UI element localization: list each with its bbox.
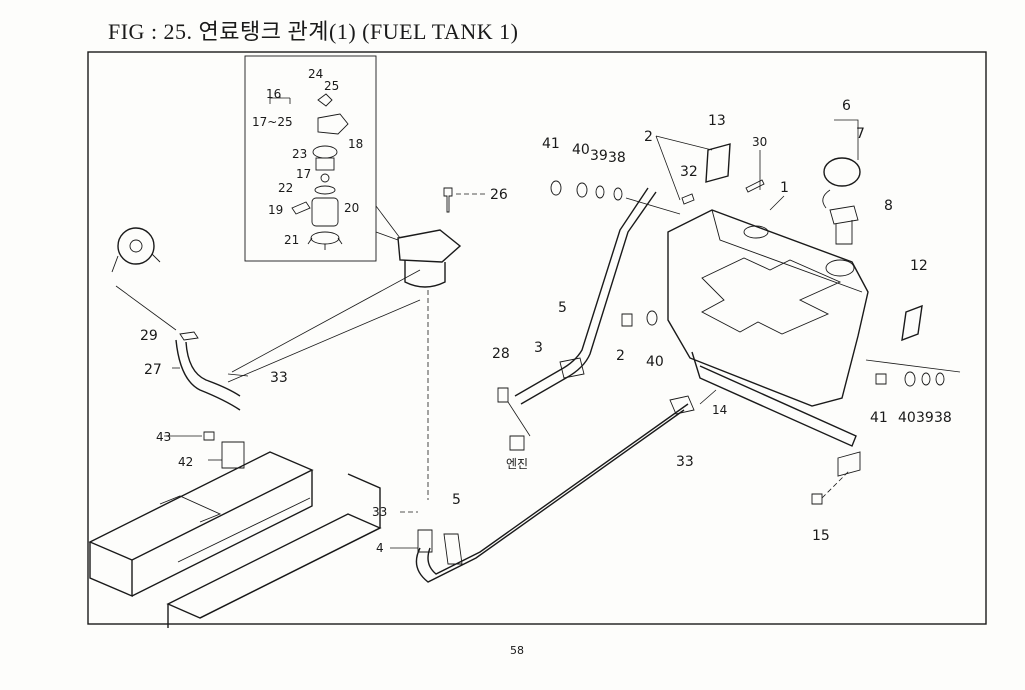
callout-17: 17 [296, 167, 311, 181]
inset-part-20 [311, 197, 339, 227]
callout-3: 3 [534, 340, 543, 356]
fuel-cap-assembly [822, 119, 861, 245]
callout-17-25: 17~25 [252, 115, 293, 129]
bolt-2-mid [621, 313, 633, 327]
bracket-42 [221, 441, 245, 469]
callout-42: 42 [178, 455, 193, 469]
callout-7: 7 [856, 126, 865, 142]
callout-19: 19 [268, 203, 283, 217]
callout-39-left: 39 [590, 148, 608, 164]
strainer-8 [829, 205, 859, 225]
callout-33-left: 33 [270, 370, 288, 386]
callout-16: 16 [266, 87, 281, 101]
callout-6: 6 [842, 98, 851, 114]
washer-40-mid [646, 310, 658, 326]
callout-29: 29 [140, 328, 158, 344]
callout-38-left: 38 [608, 150, 626, 166]
callout-43: 43 [156, 430, 171, 444]
callout-14: 14 [712, 403, 727, 417]
bolt-30 [745, 179, 765, 193]
callout-25: 25 [324, 79, 339, 93]
callout-40-mid: 40 [646, 354, 664, 370]
fuel-pipe-front [514, 187, 657, 405]
return-hose-27 [175, 269, 421, 411]
fitting-stack-right [865, 359, 961, 387]
callout-21: 21 [284, 233, 299, 247]
diagram-frame [87, 51, 987, 625]
bolt-15 [811, 493, 823, 505]
page-number: 58 [510, 644, 524, 657]
figure-title: FIG : 25. 연료탱크 관계(1) (FUEL TANK 1) [108, 19, 519, 44]
callout-27: 27 [144, 362, 162, 378]
callout-24: 24 [308, 67, 323, 81]
bolt-32 [681, 193, 695, 205]
bolt-26 [443, 187, 453, 213]
strap-14 [691, 351, 857, 447]
callout-20: 20 [344, 201, 359, 215]
callout-15: 15 [812, 528, 830, 544]
callout-4: 4 [376, 541, 384, 555]
fuel-pipe-lower [415, 395, 695, 583]
gauge-unit [111, 227, 177, 331]
callout-41-right: 41 [870, 410, 888, 426]
engine-label: 엔진 [506, 457, 528, 471]
callout-5-lower: 5 [452, 492, 461, 508]
callout-41-left: 41 [542, 136, 560, 152]
callout-33-right: 33 [676, 454, 694, 470]
connector-4 [417, 529, 433, 553]
callout-8: 8 [884, 198, 893, 214]
bolt-43 [203, 431, 215, 441]
callout-23: 23 [292, 147, 307, 161]
callout-32: 32 [680, 164, 698, 180]
inset-part-21 [310, 231, 340, 245]
callout-30: 30 [752, 135, 767, 149]
callout-1: 1 [780, 180, 789, 196]
callout-33-bottom: 33 [372, 505, 387, 519]
inset-part-24-25 [317, 93, 333, 107]
inset-part-17 [320, 173, 330, 183]
callout-22: 22 [278, 181, 293, 195]
callout-13: 13 [708, 113, 726, 129]
callout-5-upper: 5 [558, 300, 567, 316]
engine-fitting [509, 435, 525, 451]
callout-39-right: 39 [916, 410, 934, 426]
callout-26: 26 [490, 187, 508, 203]
clamp-5-upper [559, 357, 585, 379]
callout-2-top: 2 [644, 129, 653, 145]
fuel-sender-unit [375, 205, 462, 288]
inset-parts [269, 93, 349, 250]
fitting-stack-left [550, 180, 681, 215]
clamp-33-lower [669, 395, 695, 415]
fuel-tank-1 [667, 209, 869, 407]
inset-part-19 [291, 201, 311, 215]
callout-18: 18 [348, 137, 363, 151]
callout-28: 28 [492, 346, 510, 362]
callout-2-mid: 2 [616, 348, 625, 364]
callout-40-left: 40 [572, 142, 590, 158]
inset-part-22 [314, 185, 336, 195]
callout-12: 12 [910, 258, 928, 274]
callout-38-right: 38 [934, 410, 952, 426]
clamp-5-lower [443, 533, 463, 565]
bracket-13 [705, 143, 731, 183]
callout-40-right: 40 [898, 410, 916, 426]
inset-part-18-top [317, 113, 349, 135]
bracket-12 [901, 304, 923, 342]
inset-box [244, 55, 377, 262]
inset-part-23 [312, 145, 338, 159]
vehicle-frame [88, 451, 382, 628]
connector-28 [497, 387, 509, 403]
